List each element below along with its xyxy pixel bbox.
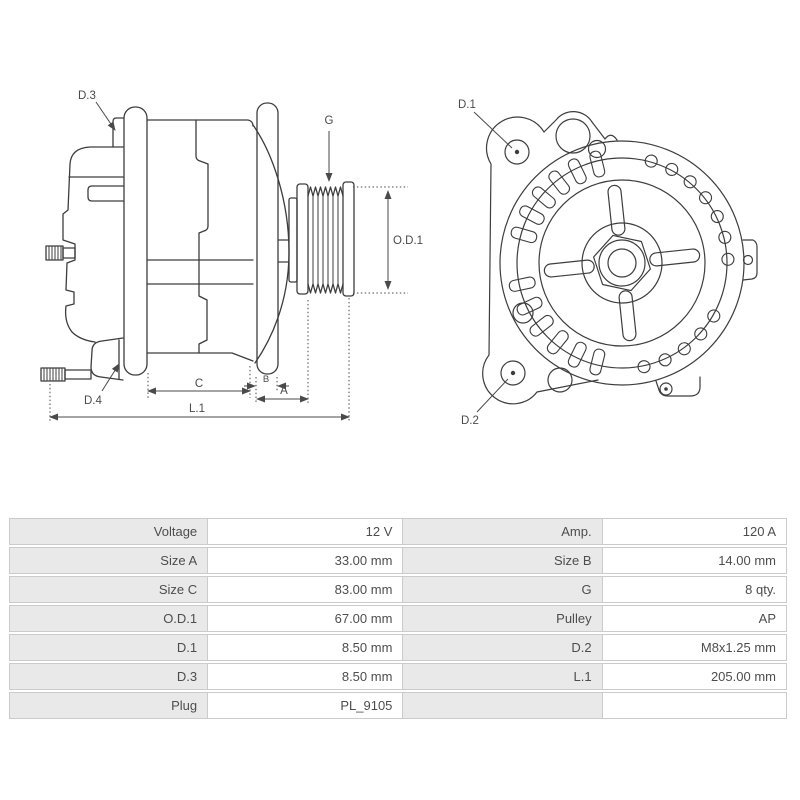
rear-housing — [62, 146, 124, 343]
top-arm — [543, 111, 618, 141]
dimension-label-d3: D.3 — [78, 90, 96, 102]
spec-label-cell: O.D.1 — [9, 605, 209, 632]
spec-value-cell: 8.50 mm — [208, 663, 404, 690]
rear-bracket — [123, 106, 148, 376]
lower-mount-ear — [90, 337, 124, 381]
spec-label-cell: Size C — [9, 576, 209, 603]
leader-d2 — [476, 378, 509, 413]
front-view-drawing — [482, 111, 758, 405]
dimension-label-a: A — [280, 385, 288, 397]
table-row: O.D.1 67.00 mm Pulley AP — [9, 605, 787, 632]
spec-label-cell — [403, 692, 603, 719]
spec-label-cell: Voltage — [9, 518, 209, 545]
spec-label-cell: G — [403, 576, 603, 603]
spec-value-cell: 12 V — [208, 518, 404, 545]
dimension-label-g: G — [325, 115, 334, 127]
spec-value-cell: 8 qty. — [602, 576, 787, 603]
leader-d1 — [473, 111, 513, 149]
front-bell — [252, 124, 290, 364]
spec-label-cell: Size A — [9, 547, 209, 574]
spec-value-cell: 14.00 mm — [602, 547, 787, 574]
spec-value-cell: 8.50 mm — [208, 634, 404, 661]
spec-label-cell: D.2 — [403, 634, 603, 661]
shaft-spacer — [288, 197, 298, 283]
dimension-label-d4: D.4 — [84, 395, 103, 407]
dimension-label-b: B — [263, 374, 269, 385]
spec-value-cell: 120 A — [602, 518, 787, 545]
body-seam — [195, 119, 209, 354]
table-row: Plug PL_9105 — [9, 692, 787, 719]
table-row: Size C 83.00 mm G 8 qty. — [9, 576, 787, 603]
spec-value-cell: PL_9105 — [208, 692, 404, 719]
side-view-dimensions — [49, 101, 408, 422]
spec-value-cell — [602, 692, 787, 719]
front-view-labels: D.1 D.2 — [458, 99, 479, 427]
spec-value-cell: 33.00 mm — [208, 547, 404, 574]
top-small-hole — [587, 139, 607, 159]
side-view-drawing — [40, 102, 355, 382]
spec-label-cell: L.1 — [403, 663, 603, 690]
front-view-annotations — [473, 111, 513, 413]
spec-value-cell: 67.00 mm — [208, 605, 404, 632]
bottom-tab — [655, 376, 701, 397]
table-row: D.1 8.50 mm D.2 M8x1.25 mm — [9, 634, 787, 661]
mounting-stud — [40, 367, 92, 382]
spec-value-cell: 83.00 mm — [208, 576, 404, 603]
shaft-nut — [592, 234, 652, 292]
dimension-label-od1: O.D.1 — [393, 235, 423, 247]
bottom-arm-hole — [547, 367, 573, 393]
terminal-stud — [45, 245, 76, 261]
top-arm-hole — [555, 118, 591, 154]
front-bracket — [256, 102, 279, 375]
dimension-label-d1: D.1 — [458, 99, 476, 111]
spec-label-cell: D.1 — [9, 634, 209, 661]
spec-label-cell: D.3 — [9, 663, 209, 690]
mounting-hole-d2 — [500, 360, 526, 386]
table-row: D.3 8.50 mm L.1 205.00 mm — [9, 663, 787, 690]
spec-value-cell: AP — [602, 605, 787, 632]
leader-d4 — [101, 363, 120, 392]
spec-label-cell: Size B — [403, 547, 603, 574]
right-tab — [742, 239, 758, 281]
leader-d3 — [95, 101, 116, 131]
main-body-bottom — [146, 352, 254, 362]
spec-table: Voltage 12 V Amp. 120 A Size A 33.00 mm … — [9, 516, 787, 721]
body-outline — [499, 140, 745, 386]
spec-value-cell: M8x1.25 mm — [602, 634, 787, 661]
table-row: Size A 33.00 mm Size B 14.00 mm — [9, 547, 787, 574]
mounting-hole-d1 — [504, 139, 530, 165]
regulator-step — [112, 117, 125, 148]
mounting-plate — [482, 116, 599, 405]
plate-hole — [512, 302, 534, 324]
side-view-labels: D.3 G O.D.1 D.4 C B A L.1 — [78, 90, 423, 415]
spec-value-cell: 205.00 mm — [602, 663, 787, 690]
spec-label-cell: Plug — [9, 692, 209, 719]
front-pulley — [516, 157, 728, 369]
pulley — [296, 181, 355, 297]
dimension-label-d2: D.2 — [461, 415, 479, 427]
spec-label-cell: Amp. — [403, 518, 603, 545]
dimension-label-c: C — [195, 378, 203, 390]
spec-label-cell: Pulley — [403, 605, 603, 632]
alternator-technical-drawing: D.3 G O.D.1 D.4 C B A L.1 — [40, 90, 758, 427]
table-row: Voltage 12 V Amp. 120 A — [9, 518, 787, 545]
dimension-label-l1: L.1 — [189, 403, 205, 415]
main-body-top — [146, 119, 254, 127]
